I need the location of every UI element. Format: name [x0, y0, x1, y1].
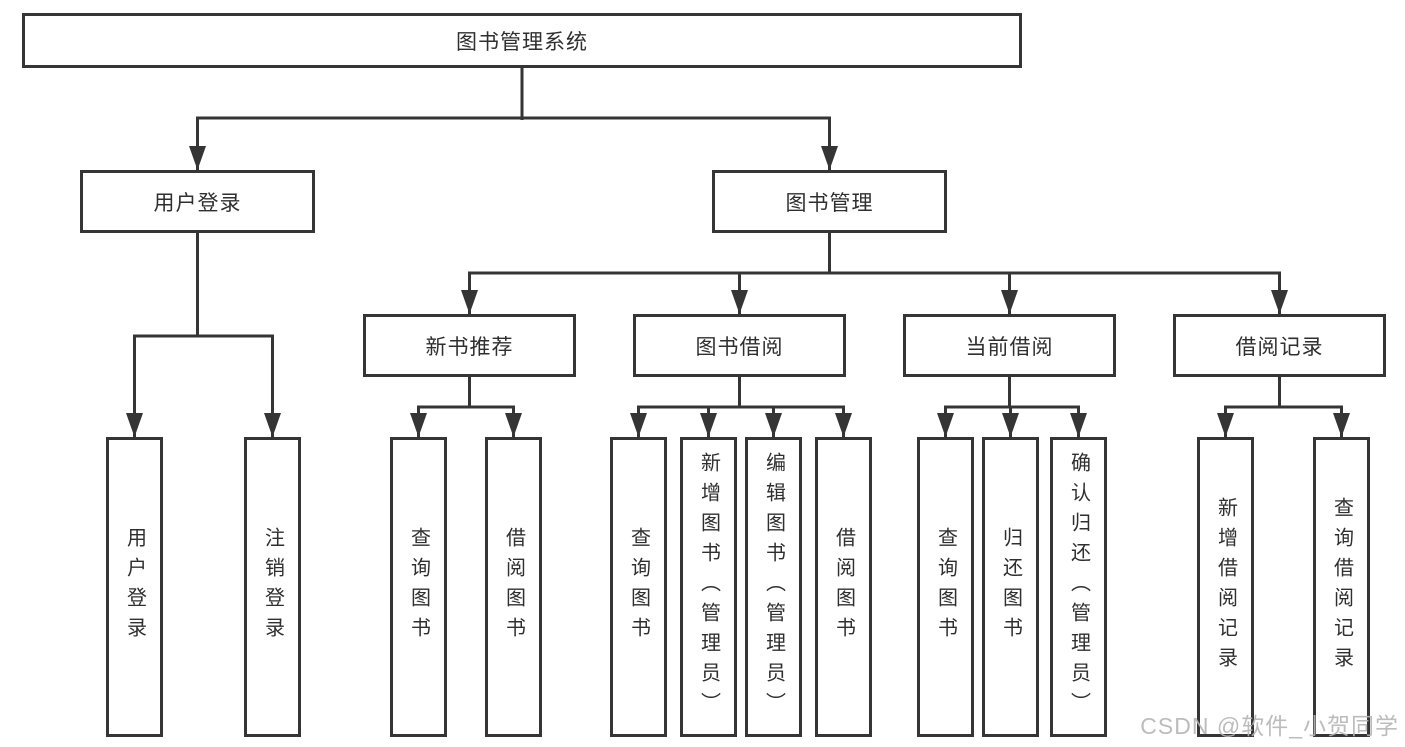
node-label: 查询图书	[627, 527, 650, 647]
arrowhead	[264, 413, 281, 437]
node-label: 图书管理系统	[456, 30, 588, 54]
node-label: 注销登录	[261, 527, 284, 647]
node-book-borrowing: 图书借阅	[633, 314, 846, 377]
arrowhead	[189, 146, 206, 170]
node-label: 编辑图书（管理员）	[762, 452, 785, 722]
arrowhead	[461, 290, 478, 314]
node-query-books-borrowing: 查询图书	[610, 437, 667, 737]
node-logout: 注销登录	[244, 437, 301, 737]
node-borrow-books-recommendation: 借阅图书	[485, 437, 542, 737]
node-add-borrow-record: 新增借阅记录	[1197, 437, 1254, 737]
arrowhead	[126, 413, 143, 437]
node-label: 当前借阅	[965, 335, 1054, 359]
node-add-books-admin: 新增图书（管理员）	[680, 437, 737, 737]
node-label: 借阅图书	[832, 527, 855, 647]
node-label: 确认归还（管理员）	[1067, 452, 1090, 722]
arrowhead	[731, 290, 748, 314]
node-label: 查询借阅记录	[1330, 497, 1353, 677]
arrowhead	[410, 413, 427, 437]
node-label: 新增图书（管理员）	[697, 452, 720, 722]
arrowhead	[1070, 413, 1087, 437]
node-label: 借阅图书	[502, 527, 525, 647]
arrowhead	[835, 413, 852, 437]
node-label: 新增借阅记录	[1214, 497, 1237, 677]
node-root-library-management-system: 图书管理系统	[22, 13, 1022, 68]
node-confirm-return-admin: 确认归还（管理员）	[1050, 437, 1107, 737]
node-label: 图书借阅	[695, 335, 784, 359]
connector-book-management-branch	[468, 233, 1281, 314]
csdn-watermark: CSDN @软件_小贺同学	[1140, 713, 1399, 739]
connector-user-login-branch	[133, 233, 274, 437]
node-label: 查询图书	[934, 527, 957, 647]
arrowhead	[700, 413, 717, 437]
node-borrowing-records: 借阅记录	[1173, 314, 1386, 377]
node-label: 归还图书	[999, 527, 1022, 647]
node-label: 查询图书	[407, 527, 430, 647]
arrowhead	[765, 413, 782, 437]
arrowhead	[630, 413, 647, 437]
arrowhead	[821, 146, 838, 170]
node-label: 用户登录	[123, 527, 146, 647]
node-query-books-recommendation: 查询图书	[390, 437, 447, 737]
node-current-borrowing: 当前借阅	[903, 314, 1116, 377]
node-label: 新书推荐	[425, 335, 514, 359]
node-query-borrow-record: 查询借阅记录	[1313, 437, 1370, 737]
arrowhead	[937, 413, 954, 437]
node-label: 图书管理	[785, 191, 874, 215]
node-user-login-leaf: 用户登录	[106, 437, 163, 737]
arrowhead	[1271, 290, 1288, 314]
node-new-book-recommendation: 新书推荐	[363, 314, 576, 377]
node-user-login: 用户登录	[80, 170, 315, 233]
connector-book-borrow-branch	[637, 377, 845, 437]
connector-borrow-records-branch	[1224, 377, 1343, 437]
connector-new-book-branch	[417, 377, 515, 437]
node-edit-books-admin: 编辑图书（管理员）	[745, 437, 802, 737]
node-book-management: 图书管理	[712, 170, 947, 233]
arrowhead	[1002, 413, 1019, 437]
arrowhead	[1333, 413, 1350, 437]
node-label: 借阅记录	[1235, 335, 1324, 359]
arrowhead	[1217, 413, 1234, 437]
connector-root-to-level2	[196, 116, 831, 170]
node-return-books: 归还图书	[982, 437, 1039, 737]
node-borrow-books: 借阅图书	[815, 437, 872, 737]
arrowhead	[505, 413, 522, 437]
node-query-books-current: 查询图书	[917, 437, 974, 737]
arrowhead	[1001, 290, 1018, 314]
node-label: 用户登录	[153, 191, 242, 215]
